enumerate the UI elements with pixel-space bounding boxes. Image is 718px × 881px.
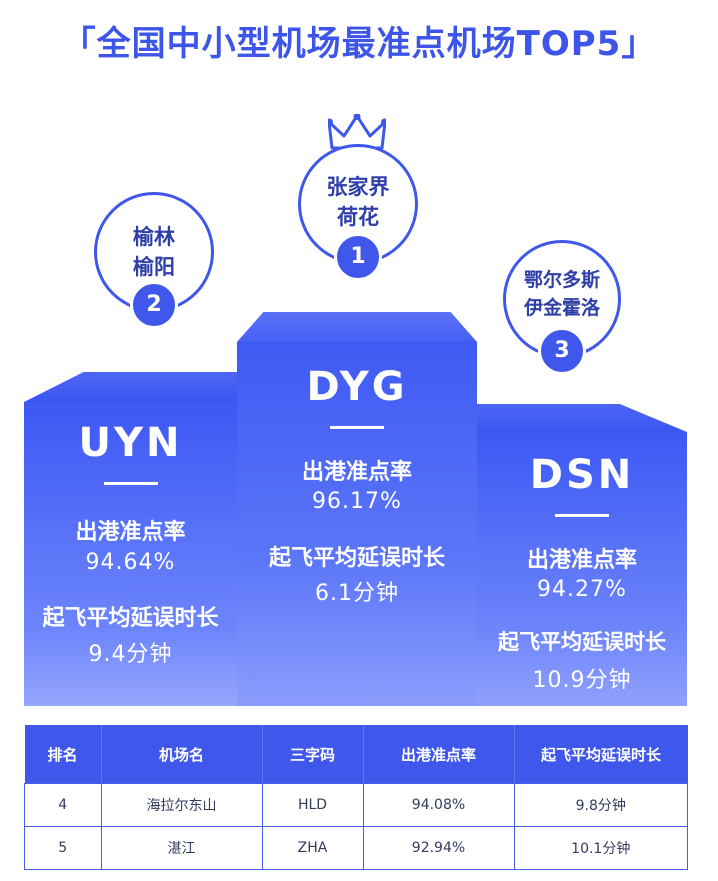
airport-name-line2: 榆阳 [133, 255, 175, 279]
table-cell: ZHA [261, 826, 364, 870]
airport-name-line2: 伊金霍洛 [523, 297, 600, 319]
table-row: 5 湛江 ZHA 92.94% 10.1分钟 [24, 826, 688, 870]
ontime-rate-label: 出港准点率 [75, 520, 186, 545]
column-header: 机场名 [100, 725, 262, 784]
airport-name-line2: 荷花 [337, 205, 379, 229]
table-row: 4 海拉尔东山 HLD 94.08% 9.8分钟 [24, 783, 688, 827]
crown-icon [328, 114, 386, 150]
table-cell: 5 [24, 826, 102, 870]
column-header: 起飞平均延误时长 [513, 725, 688, 784]
rank-number: 3 [538, 327, 586, 375]
airport-name-line1: 榆林 [133, 225, 175, 249]
airport-name-line1: 张家界 [326, 175, 390, 199]
avg-delay-value: 9.4分钟 [88, 642, 173, 667]
table-cell: 9.8分钟 [513, 783, 688, 827]
avg-delay-label: 起飞平均延误时长 [42, 606, 219, 631]
rank-number: 1 [334, 233, 382, 281]
ontime-rate-value: 96.17% [312, 489, 402, 514]
page-title: 「全国中小型机场最准点机场TOP5」 [61, 24, 657, 64]
column-header: 排名 [24, 725, 101, 784]
table-cell: 94.08% [362, 783, 515, 827]
code-underline [555, 514, 609, 517]
airport-code: DSN [529, 452, 635, 498]
avg-delay-label: 起飞平均延误时长 [268, 546, 445, 571]
code-underline [104, 482, 158, 485]
rank-1-badge: 张家界 荷花 1 [298, 144, 418, 281]
table-cell: 湛江 [100, 826, 263, 870]
avg-delay-value: 10.9分钟 [532, 668, 632, 693]
airport-code: DYG [306, 364, 408, 410]
ontime-rate-value: 94.64% [85, 550, 176, 575]
airport-code: UYN [78, 420, 183, 466]
table-cell: HLD [261, 783, 364, 827]
podium-first: DYG 出港准点率 96.17% 起飞平均延误时长 6.1分钟 [237, 312, 477, 706]
ranking-table: 排名 机场名 三字码 出港准点率 起飞平均延误时长 4 海拉尔东山 HLD 94… [24, 725, 688, 870]
column-header: 三字码 [261, 725, 363, 784]
code-underline [330, 426, 384, 429]
table-header-row: 排名 机场名 三字码 出港准点率 起飞平均延误时长 [24, 725, 688, 784]
column-header: 出港准点率 [362, 725, 514, 784]
avg-delay-value: 6.1分钟 [315, 581, 399, 606]
ontime-rate-label: 出港准点率 [301, 460, 412, 485]
podium-second: UYN 出港准点率 94.64% 起飞平均延误时长 9.4分钟 [24, 372, 237, 706]
table-cell: 92.94% [362, 826, 515, 870]
ontime-rate-label: 出港准点率 [526, 548, 637, 573]
rank-number: 2 [130, 281, 178, 329]
podium-third: DSN 出港准点率 94.27% 起飞平均延误时长 10.9分钟 [477, 404, 687, 706]
table-cell: 4 [24, 783, 102, 827]
table-cell: 10.1分钟 [513, 826, 688, 870]
avg-delay-label: 起飞平均延误时长 [498, 630, 666, 654]
table-cell: 海拉尔东山 [100, 783, 263, 827]
rank-2-badge: 榆林 榆阳 2 [94, 192, 214, 329]
ontime-rate-value: 94.27% [537, 577, 627, 602]
airport-name-line1: 鄂尔多斯 [523, 269, 600, 291]
rank-3-badge: 鄂尔多斯 伊金霍洛 3 [503, 240, 621, 375]
